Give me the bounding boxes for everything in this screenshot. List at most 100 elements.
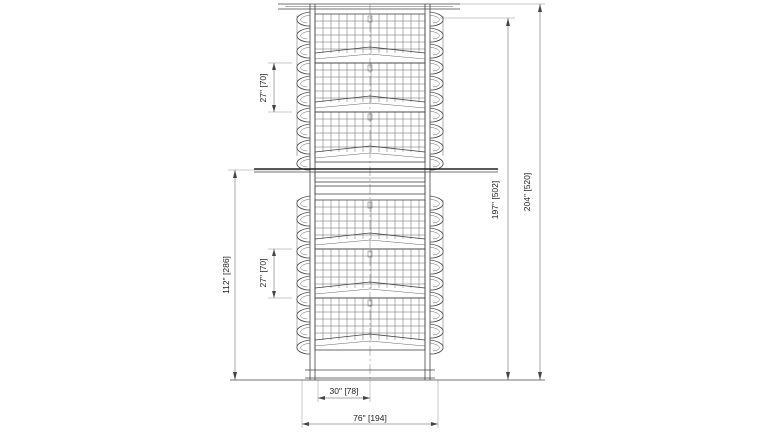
mesh-frame (314, 297, 426, 351)
mesh-frame (314, 13, 426, 64)
shelf-slope (314, 102, 426, 109)
hanger-right (429, 155, 444, 171)
mesh-tier (314, 248, 426, 299)
hanger-right (429, 259, 444, 275)
dim-mid-height-label: 197" [502] (490, 181, 500, 219)
dim-overall-width-label: 76" [194] (353, 413, 387, 423)
hanger-right (429, 243, 444, 259)
dim-inner-width-label: 30" [78] (329, 386, 358, 396)
hanger-left (296, 123, 311, 139)
dim-total-height-label: 204" [520] (522, 173, 532, 211)
hanger-right (429, 139, 444, 155)
hanger-left (300, 30, 311, 40)
hanger-right (429, 94, 440, 104)
hanger-right (429, 195, 444, 211)
shelf-slope (314, 145, 426, 153)
top-cap (278, 3, 460, 10)
dim-overall-width: 76" [194] (301, 380, 439, 428)
mesh-tier (314, 13, 426, 64)
center-bracket (367, 299, 373, 307)
hanger-left (296, 59, 311, 75)
hanger-right (429, 62, 440, 72)
shelf-slope (314, 281, 426, 289)
mesh-tier (314, 199, 426, 250)
hanger-left (296, 155, 311, 171)
shelf-slope (314, 288, 426, 295)
hanger-right (429, 214, 440, 224)
hanger-left (300, 214, 311, 224)
shelf-slope (314, 232, 426, 240)
hanger-left (300, 278, 311, 288)
hanger-right (429, 275, 444, 291)
hanger-left (300, 142, 311, 152)
hanger-right (429, 339, 444, 355)
center-bracket (367, 64, 373, 72)
hanger-left (300, 62, 311, 72)
hanger-right (429, 110, 440, 120)
center-bracket (367, 15, 373, 23)
hanger-right (429, 75, 444, 91)
hanger-right (429, 294, 440, 304)
dim-inner-width: 30" [78] (317, 380, 371, 402)
hanger-left (296, 307, 311, 323)
middle-deck (254, 168, 498, 195)
hanger-right (429, 46, 440, 56)
hanger-left (296, 275, 311, 291)
hanger-right (429, 198, 440, 208)
hanger-right (429, 11, 444, 27)
hanger-left (296, 195, 311, 211)
hanger-right (429, 323, 444, 339)
hanger-right (429, 59, 444, 75)
hanger-left (300, 342, 311, 352)
hanger-right (429, 142, 440, 152)
hanger-left (296, 243, 311, 259)
hanger-left (296, 91, 311, 107)
hanger-left (300, 110, 311, 120)
hanger-left (296, 339, 311, 355)
shelf-slope (314, 95, 426, 103)
mesh-tier (314, 62, 426, 113)
hanger-left (296, 43, 311, 59)
hanger-left (296, 227, 311, 243)
hanger-right (429, 211, 444, 227)
hanger-right (429, 278, 440, 288)
base-frame (230, 369, 545, 381)
hanger-left (296, 323, 311, 339)
hanger-right (429, 158, 440, 168)
hanger-right (429, 262, 440, 272)
hanger-left (300, 262, 311, 272)
hanger-right (429, 227, 444, 243)
hanger-right (429, 123, 444, 139)
mesh-tier (314, 111, 426, 163)
dim-mid-height: 197" [502] (440, 17, 515, 380)
hanger-left (296, 259, 311, 275)
dim-tier-spacing-lower: 27" [70] (258, 248, 292, 299)
mesh-tier (314, 297, 426, 351)
center-bracket (367, 250, 373, 258)
dim-total-height: 204" [520] (440, 3, 545, 380)
hanger-right (429, 43, 444, 59)
shelf-slope (314, 239, 426, 246)
hanger-left (300, 246, 311, 256)
hanger-left (296, 11, 311, 27)
shelf-slope (314, 46, 426, 54)
hanger-right (429, 310, 440, 320)
hanger-left (300, 310, 311, 320)
hanger-left (296, 291, 311, 307)
hanger-left (296, 75, 311, 91)
hanger-right (429, 246, 440, 256)
hanger-left (296, 139, 311, 155)
center-bracket (367, 113, 373, 121)
dim-tier-spacing-lower-label: 27" [70] (258, 258, 268, 287)
hanger-left (300, 230, 311, 240)
shelf-slope (314, 333, 426, 341)
hanger-left (296, 107, 311, 123)
hanger-right (429, 342, 440, 352)
shelf-slope (314, 152, 426, 159)
hanger-right (429, 27, 444, 43)
hanger-left (300, 14, 311, 24)
dim-lower-height: 112" [286] (221, 169, 300, 380)
hanger-left (300, 78, 311, 88)
side-hangers (296, 11, 444, 355)
